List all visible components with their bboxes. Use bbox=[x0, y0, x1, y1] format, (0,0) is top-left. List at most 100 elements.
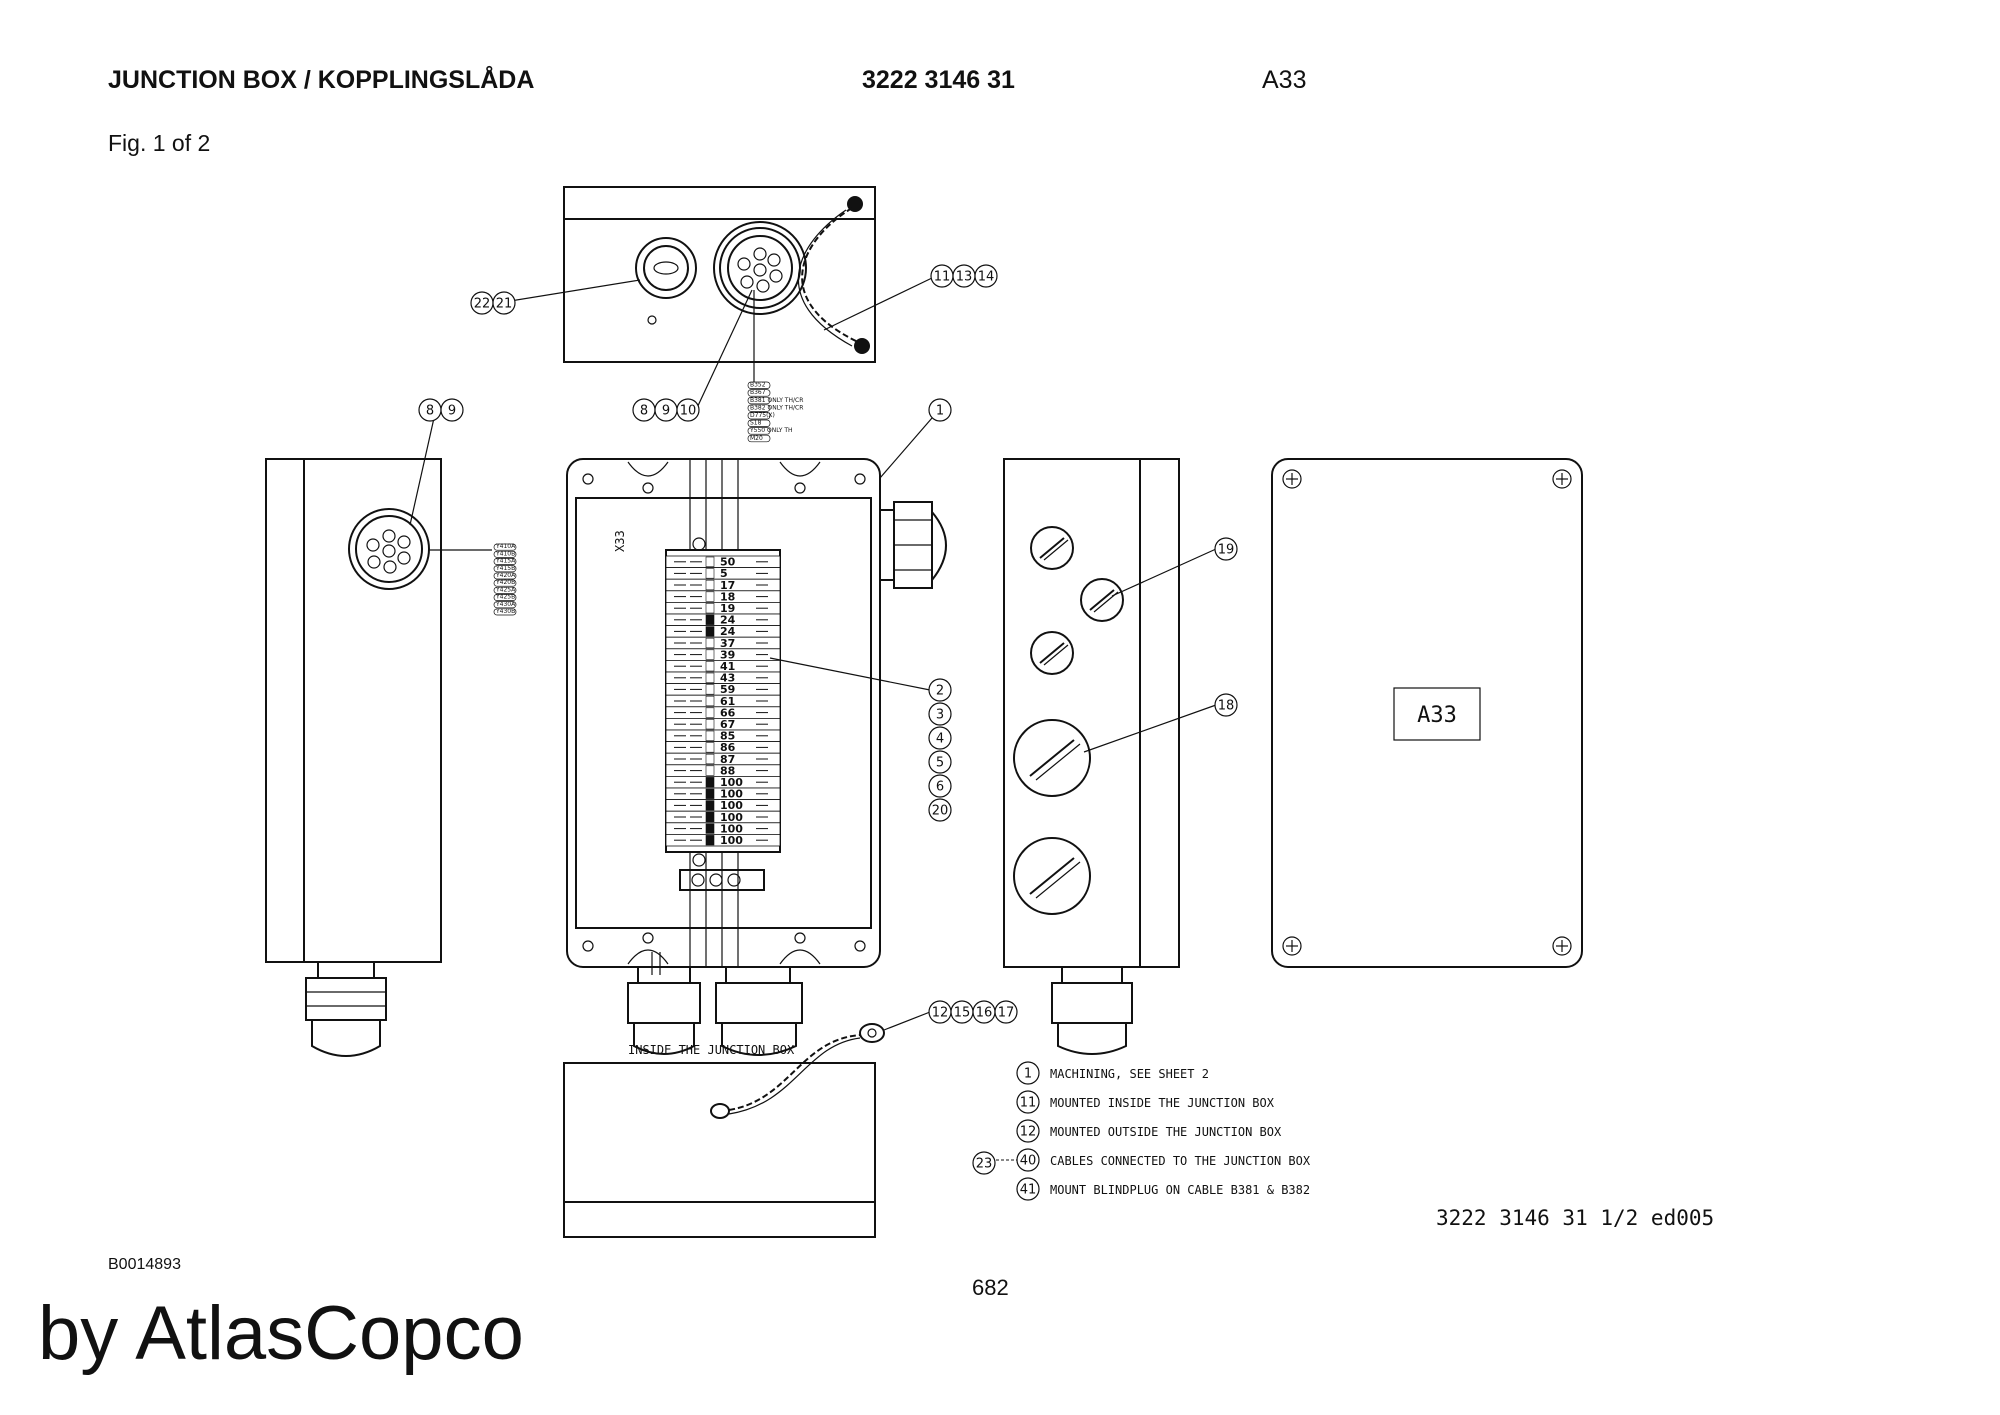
cable-label: B382 ONLY TH/CR bbox=[747, 404, 803, 412]
svg-text:M20: M20 bbox=[750, 435, 763, 442]
note-item: 1 MACHINING, SEE SHEET 2 bbox=[1016, 1061, 1209, 1085]
cable-label: Y550 ONLY TH bbox=[747, 427, 793, 435]
svg-text:B352: B352 bbox=[750, 382, 766, 389]
callout-number: 3 bbox=[936, 708, 944, 723]
leader-lines bbox=[409, 277, 1217, 1031]
svg-text:Y425B: Y425B bbox=[495, 594, 515, 601]
inside-label: INSIDE THE JUNCTION BOX bbox=[628, 1043, 795, 1057]
lid-view: A33 bbox=[1271, 458, 1583, 968]
terminal-number: 86 bbox=[720, 741, 736, 754]
svg-text:B382 ONLY TH/CR: B382 ONLY TH/CR bbox=[750, 404, 803, 411]
front-view: 5051718192424373941435961666785868788100… bbox=[566, 458, 947, 1056]
terminal-number: 17 bbox=[720, 579, 735, 592]
svg-text:Y550 ONLY TH: Y550 ONLY TH bbox=[749, 427, 793, 434]
svg-text:Y425A: Y425A bbox=[495, 586, 516, 593]
cable-label: Y425A bbox=[493, 586, 517, 594]
blind-plug bbox=[1030, 526, 1074, 570]
part-number: 3222 3146 31 bbox=[862, 66, 1015, 94]
figure-caption: Fig. 1 of 2 bbox=[108, 130, 211, 156]
svg-text:Y410A: Y410A bbox=[495, 543, 516, 550]
note-text: MOUNTED OUTSIDE THE JUNCTION BOX bbox=[1050, 1125, 1282, 1139]
left-side-view bbox=[265, 458, 442, 1057]
svg-text:S18: S18 bbox=[750, 420, 762, 427]
right-side-view bbox=[1003, 458, 1180, 1055]
cable-label: D775(X) bbox=[747, 412, 775, 420]
callout-number: 13 bbox=[956, 270, 973, 285]
terminal-row: 100 bbox=[665, 788, 781, 801]
callout-19: 19 bbox=[1214, 537, 1238, 561]
terminal-number: 100 bbox=[720, 822, 743, 835]
callout-number: 6 bbox=[936, 780, 944, 795]
svg-text:Y420B: Y420B bbox=[495, 579, 515, 586]
gland-holes bbox=[737, 247, 783, 293]
callout-1: 1 bbox=[928, 398, 952, 422]
note-text: MACHINING, SEE SHEET 2 bbox=[1050, 1067, 1209, 1081]
terminal-number: 43 bbox=[720, 672, 735, 685]
document-number: B0014893 bbox=[108, 1256, 181, 1273]
terminal-number: 59 bbox=[720, 683, 735, 696]
callout-number: 16 bbox=[976, 1006, 993, 1021]
terminal-label-x33: X33 bbox=[613, 530, 627, 552]
svg-text:Y410B: Y410B bbox=[495, 550, 515, 557]
terminal-number: 19 bbox=[720, 602, 735, 615]
svg-text:Y430A: Y430A bbox=[495, 601, 516, 608]
svg-text:D775(X): D775(X) bbox=[750, 412, 775, 419]
cable-label: B381 ONLY TH/CR bbox=[747, 397, 803, 405]
callout-number: 11 bbox=[934, 270, 951, 285]
cable-label: Y410B bbox=[493, 550, 517, 558]
note-number: 40 bbox=[1020, 1154, 1037, 1169]
terminal-row: 50 bbox=[665, 556, 781, 569]
cable-label: Y410A bbox=[493, 543, 517, 551]
brand-text: by AtlasCopco bbox=[38, 1291, 524, 1376]
terminal-number: 100 bbox=[720, 811, 743, 824]
callout-number: 10 bbox=[680, 404, 697, 419]
note-number: 41 bbox=[1020, 1183, 1037, 1198]
drawing-number: 3222 3146 31 1/2 ed005 bbox=[1436, 1206, 1714, 1230]
callout-number: 17 bbox=[998, 1006, 1015, 1021]
svg-text:Y415A: Y415A bbox=[495, 558, 516, 565]
callout-number: 9 bbox=[448, 404, 456, 419]
terminal-row: 100 bbox=[665, 811, 781, 824]
callout-number: 23 bbox=[976, 1157, 993, 1172]
terminal-number: 87 bbox=[720, 753, 735, 766]
svg-text:Y430B: Y430B bbox=[495, 608, 515, 615]
terminal-number: 100 bbox=[720, 776, 743, 789]
blind-plug bbox=[1030, 631, 1074, 675]
bottom-view: INSIDE THE JUNCTION BOX bbox=[563, 1023, 885, 1238]
terminal-row: 100 bbox=[665, 822, 781, 835]
callout-number: 20 bbox=[932, 804, 949, 819]
note-text: CABLES CONNECTED TO THE JUNCTION BOX bbox=[1050, 1154, 1311, 1168]
callout-number: 8 bbox=[426, 404, 434, 419]
svg-text:B367: B367 bbox=[750, 389, 766, 396]
left-cable-labels: Y410AY410BY415AY415BY420AY420BY425AY425B… bbox=[493, 543, 517, 616]
note-text: MOUNTED INSIDE THE JUNCTION BOX bbox=[1050, 1096, 1275, 1110]
cable-label: Y430B bbox=[493, 608, 517, 616]
terminal-row: 24 bbox=[665, 614, 781, 627]
note-item: 40 CABLES CONNECTED TO THE JUNCTION BOX bbox=[996, 1148, 1311, 1172]
callout-number: 5 bbox=[936, 756, 944, 771]
terminal-number: 88 bbox=[720, 764, 735, 777]
blind-plug bbox=[1013, 719, 1091, 797]
svg-text:Y415B: Y415B bbox=[495, 565, 515, 572]
terminal-number: 18 bbox=[720, 590, 735, 603]
cable-label: Y415A bbox=[493, 558, 517, 565]
callout-number: 12 bbox=[932, 1006, 949, 1021]
terminal-number: 100 bbox=[720, 788, 743, 801]
page-number: 682 bbox=[972, 1275, 1009, 1300]
note-number: 1 bbox=[1024, 1067, 1032, 1082]
callout-number: 19 bbox=[1218, 543, 1235, 558]
callout-number: 21 bbox=[496, 297, 513, 312]
top-view bbox=[563, 186, 876, 363]
callout-18: 18 bbox=[1214, 693, 1238, 717]
terminal-row: 61 bbox=[665, 695, 781, 708]
cable-label: Y420A bbox=[493, 572, 517, 580]
svg-text:B381 ONLY TH/CR: B381 ONLY TH/CR bbox=[750, 397, 803, 404]
callout-number: 18 bbox=[1218, 699, 1235, 714]
